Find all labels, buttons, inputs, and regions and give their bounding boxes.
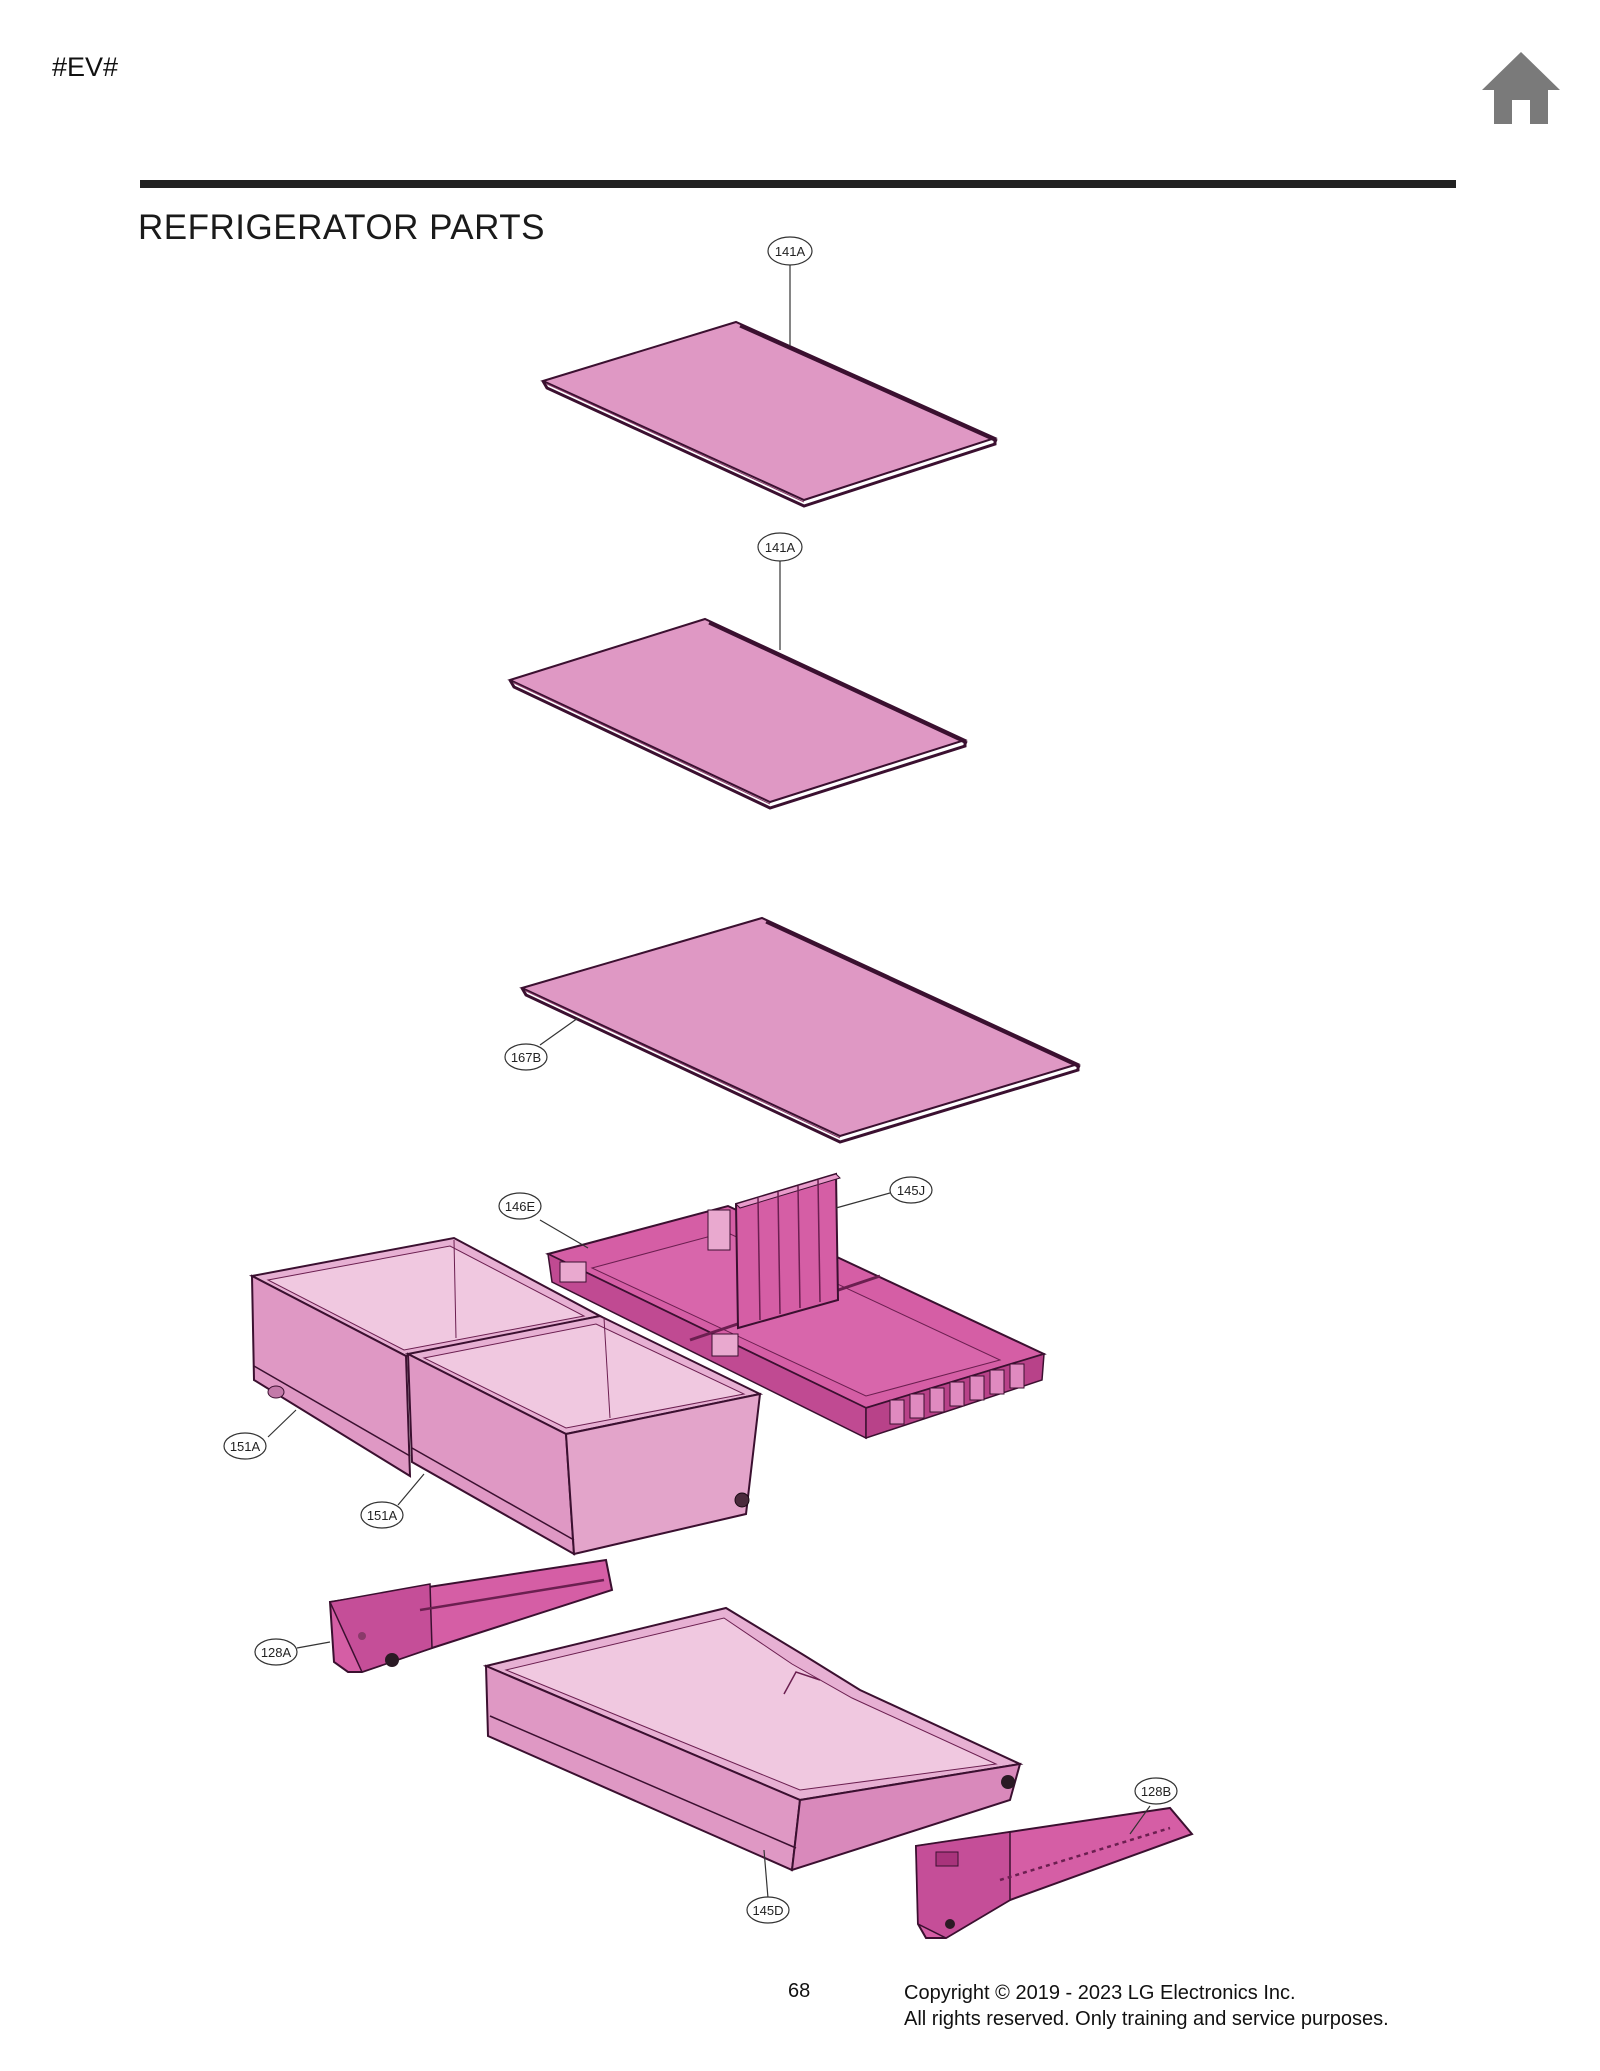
callout-bubble: 151A <box>223 1432 267 1460</box>
glass-shelf-middle <box>507 617 968 810</box>
page-title: REFRIGERATOR PARTS <box>138 208 546 247</box>
drawer-rail-left <box>328 1558 614 1673</box>
callout-label: 151A <box>367 1508 398 1523</box>
glass-shelf-large <box>519 916 1081 1144</box>
callout-bubble: 141A <box>757 532 803 562</box>
callout-label: 141A <box>775 244 806 259</box>
callout-bubble: 145D <box>746 1896 790 1924</box>
callout-bubble: 151A <box>360 1501 404 1529</box>
callout-label: 146E <box>505 1199 536 1214</box>
callout-label: 128B <box>1141 1784 1171 1799</box>
callout-bubble: 141A <box>767 236 813 266</box>
page-number: 68 <box>788 1980 811 2002</box>
callout-bubble: 128B <box>1134 1777 1178 1805</box>
callout-label: 141A <box>765 540 796 555</box>
crisper-drawer-right <box>404 1314 764 1556</box>
bottom-drawer <box>482 1606 1024 1872</box>
crisper-drawer-left <box>248 1236 603 1478</box>
callout-bubble: 167B <box>504 1043 548 1071</box>
callout-leaders <box>267 265 1151 1899</box>
callout-label: 167B <box>511 1050 541 1065</box>
callout-bubble: 128A <box>254 1638 298 1666</box>
copyright-line-2: All rights reserved. Only training and s… <box>904 2008 1389 2030</box>
callout-label: 151A <box>230 1439 261 1454</box>
drawer-rail-right <box>914 1806 1194 1939</box>
callout-bubble: 145J <box>889 1176 933 1204</box>
home-button[interactable] <box>1480 50 1562 126</box>
copyright-notice: Copyright © 2019 - 2023 LG Electronics I… <box>904 1980 1389 2032</box>
ev-tag: #EV# <box>52 52 119 82</box>
copyright-line-1: Copyright © 2019 - 2023 LG Electronics I… <box>904 1982 1296 2004</box>
callout-label: 128A <box>261 1645 292 1660</box>
glass-shelf-top <box>540 320 998 508</box>
callout-bubble: 146E <box>498 1192 542 1220</box>
callout-label: 145D <box>752 1903 783 1918</box>
callout-label: 145J <box>897 1183 925 1198</box>
header-rule <box>140 180 1456 188</box>
crisper-divider <box>734 1172 841 1330</box>
home-icon <box>1482 52 1560 124</box>
